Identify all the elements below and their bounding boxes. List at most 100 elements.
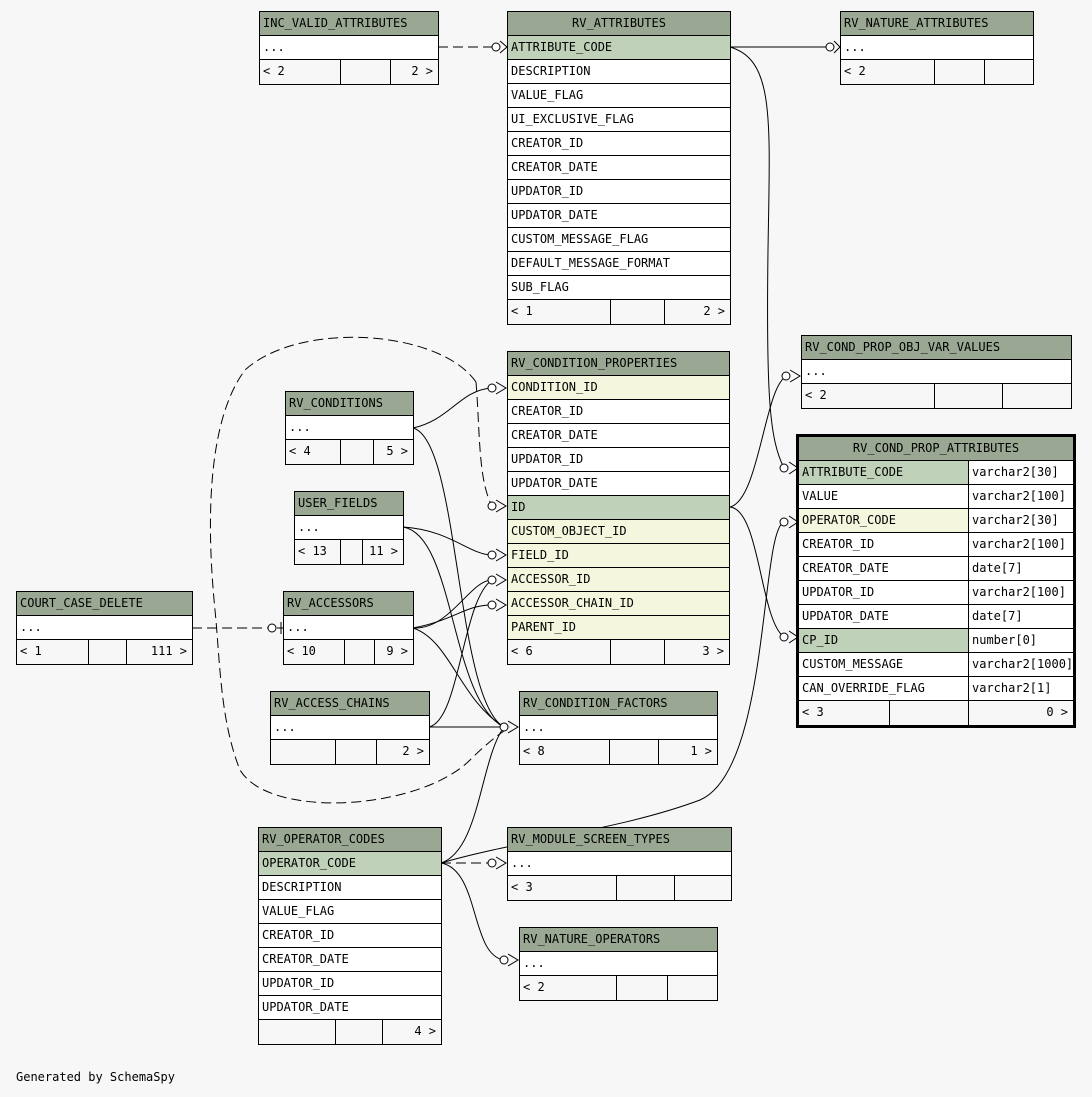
table-row: ... bbox=[295, 516, 403, 540]
table-row: DEFAULT_MESSAGE_FORMAT bbox=[508, 252, 730, 276]
table-row: VALUE_FLAG bbox=[508, 84, 730, 108]
table-rv-nature-operators[interactable]: RV_NATURE_OPERATORS ... < 2 bbox=[519, 927, 718, 1001]
table-footer: 4 > bbox=[259, 1020, 441, 1044]
table-row: CREATOR_ID bbox=[508, 400, 729, 424]
table-row: UPDATOR_ID bbox=[259, 972, 441, 996]
table-header: RV_COND_PROP_OBJ_VAR_VALUES bbox=[802, 336, 1071, 360]
table-row: ... bbox=[520, 952, 717, 976]
table-footer: < 13 11 > bbox=[295, 540, 403, 564]
edge-attributes-cond-prop-attr bbox=[729, 46, 785, 469]
table-footer: 2 > bbox=[271, 740, 429, 764]
edge-operator-factors bbox=[440, 726, 505, 864]
table-row: UPDATOR_DATE bbox=[259, 996, 441, 1020]
table-rv-condition-properties[interactable]: RV_CONDITION_PROPERTIES CONDITION_ID CRE… bbox=[507, 351, 730, 665]
table-row: ID bbox=[508, 496, 729, 520]
table-header: RV_CONDITION_PROPERTIES bbox=[508, 352, 729, 376]
table-header: INC_VALID_ATTRIBUTES bbox=[260, 12, 438, 36]
table-row: DESCRIPTION bbox=[508, 60, 730, 84]
table-rv-operator-codes[interactable]: RV_OPERATOR_CODES OPERATOR_CODE DESCRIPT… bbox=[258, 827, 442, 1045]
table-rv-nature-attributes[interactable]: RV_NATURE_ATTRIBUTES ... < 2 bbox=[840, 11, 1034, 85]
table-row: ... bbox=[286, 416, 413, 440]
table-inc-valid-attributes[interactable]: INC_VALID_ATTRIBUTES ... < 2 2 > bbox=[259, 11, 439, 85]
edge-operator-nature bbox=[440, 862, 505, 961]
table-rv-condition-factors[interactable]: RV_CONDITION_FACTORS ... < 8 1 > bbox=[519, 691, 718, 765]
table-row: OPERATOR_CODE bbox=[259, 852, 441, 876]
edge-user-fields-factors bbox=[402, 526, 505, 728]
table-footer: < 3 0 > bbox=[799, 701, 1073, 725]
table-row: SUB_FLAG bbox=[508, 276, 730, 300]
table-rv-access-chains[interactable]: RV_ACCESS_CHAINS ... 2 > bbox=[270, 691, 430, 765]
table-header: RV_COND_PROP_ATTRIBUTES bbox=[799, 437, 1073, 461]
table-row: VALUE_FLAG bbox=[259, 900, 441, 924]
table-header: RV_CONDITION_FACTORS bbox=[520, 692, 717, 716]
table-footer: < 1 2 > bbox=[508, 300, 730, 324]
table-header: RV_OPERATOR_CODES bbox=[259, 828, 441, 852]
table-row: UPDATOR_DATE bbox=[508, 204, 730, 228]
implied-relationship-loop bbox=[209, 336, 511, 804]
table-header: RV_ATTRIBUTES bbox=[508, 12, 730, 36]
table-header: RV_NATURE_OPERATORS bbox=[520, 928, 717, 952]
table-footer: < 2 bbox=[841, 60, 1033, 84]
table-footer: < 2 2 > bbox=[260, 60, 438, 84]
table-row: FIELD_ID bbox=[508, 544, 729, 568]
table-footer: < 8 1 > bbox=[520, 740, 717, 764]
table-footer: < 2 bbox=[520, 976, 717, 1000]
table-header: COURT_CASE_DELETE bbox=[17, 592, 192, 616]
edge-parent-id-loop bbox=[475, 381, 493, 507]
table-row: CREATOR_DATE bbox=[508, 424, 729, 448]
table-header: RV_CONDITIONS bbox=[286, 392, 413, 416]
table-footer: < 10 9 > bbox=[284, 640, 413, 664]
table-footer: < 4 5 > bbox=[286, 440, 413, 464]
table-row: UPDATOR_ID bbox=[508, 180, 730, 204]
table-row: ... bbox=[17, 616, 192, 640]
table-rv-cond-prop-obj-var-values[interactable]: RV_COND_PROP_OBJ_VAR_VALUES ... < 2 bbox=[801, 335, 1072, 409]
table-footer: < 1 111 > bbox=[17, 640, 192, 664]
table-user-fields[interactable]: USER_FIELDS ... < 13 11 > bbox=[294, 491, 404, 565]
table-row: DESCRIPTION bbox=[259, 876, 441, 900]
table-row: ACCESSOR_CHAIN_ID bbox=[508, 592, 729, 616]
edge-accessors bbox=[412, 579, 493, 629]
table-rv-accessors[interactable]: RV_ACCESSORS ... < 10 9 > bbox=[283, 591, 414, 665]
table-row: CUSTOM_OBJECT_ID bbox=[508, 520, 729, 544]
table-header: RV_NATURE_ATTRIBUTES bbox=[841, 12, 1033, 36]
table-court-case-delete[interactable]: COURT_CASE_DELETE ... < 1 111 > bbox=[16, 591, 193, 665]
table-row: ATTRIBUTE_CODE bbox=[508, 36, 730, 60]
edge-cp-obj-var-values bbox=[729, 375, 789, 508]
edge-user-fields bbox=[402, 526, 493, 556]
table-rv-module-screen-types[interactable]: RV_MODULE_SCREEN_TYPES ... < 3 bbox=[507, 827, 732, 901]
table-rv-attributes[interactable]: RV_ATTRIBUTES ATTRIBUTE_CODE DESCRIPTION… bbox=[507, 11, 731, 325]
table-footer: < 2 bbox=[802, 384, 1071, 408]
table-row: UPDATOR_ID bbox=[508, 448, 729, 472]
table-row: UPDATOR_DATE bbox=[508, 472, 729, 496]
table-row: ... bbox=[520, 716, 717, 740]
edge-conditions-factors bbox=[412, 427, 505, 728]
table-row: UI_EXCLUSIVE_FLAG bbox=[508, 108, 730, 132]
table-header: RV_MODULE_SCREEN_TYPES bbox=[508, 828, 731, 852]
table-rv-conditions[interactable]: RV_CONDITIONS ... < 4 5 > bbox=[285, 391, 414, 465]
table-row: PARENT_ID bbox=[508, 616, 729, 640]
edge-accessors-chain bbox=[412, 604, 493, 629]
table-header: RV_ACCESS_CHAINS bbox=[271, 692, 429, 716]
table-row: ... bbox=[260, 36, 438, 60]
table-row: ... bbox=[271, 716, 429, 740]
table-row: CREATOR_ID bbox=[508, 132, 730, 156]
table-row: CREATOR_DATE bbox=[508, 156, 730, 180]
table-row: CREATOR_ID bbox=[259, 924, 441, 948]
table-row: ... bbox=[508, 852, 731, 876]
edge-cp-id bbox=[729, 506, 785, 638]
generated-by-caption: Generated by SchemaSpy bbox=[16, 1070, 175, 1084]
table-footer: < 6 3 > bbox=[508, 640, 729, 664]
table-row: ACCESSOR_ID bbox=[508, 568, 729, 592]
table-row: ... bbox=[284, 616, 413, 640]
table-row: CREATOR_DATE bbox=[259, 948, 441, 972]
table-footer: < 3 bbox=[508, 876, 731, 900]
